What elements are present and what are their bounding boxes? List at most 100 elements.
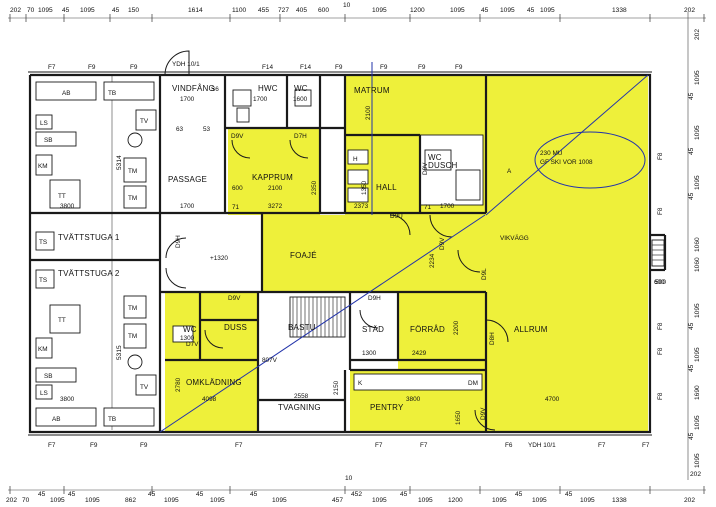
annotation-ydh-bottom: YDH 10/1 xyxy=(528,442,556,449)
walls xyxy=(28,71,667,436)
dim-bottom-26: 1338 xyxy=(612,497,627,504)
room-matrum: MATRUM xyxy=(354,86,390,95)
fixture-ls-2: LS xyxy=(40,390,48,397)
window-f8-r4: F8 xyxy=(657,347,664,355)
room-vindfang: VINDFÅNG xyxy=(172,84,215,93)
dim-600: 600 xyxy=(654,279,665,286)
window-f9-b1: F9 xyxy=(90,442,98,449)
dim-bottom-19: 1095 xyxy=(418,497,433,504)
fixture-ab-1: AB xyxy=(62,90,71,97)
dim-top-20: 45 xyxy=(527,7,535,14)
door-d9u: D9U xyxy=(390,213,403,220)
dim-right-15: 1690 xyxy=(694,385,701,400)
fixture-tv-2: TV xyxy=(140,384,149,391)
dim-bottom-6: 1095 xyxy=(85,497,100,504)
dim-left-2: 5315 xyxy=(116,345,123,360)
dimension-lines: 202 70 1095 45 1095 45 150 1614 1100 455… xyxy=(6,2,706,504)
room-wc-2: WC xyxy=(183,325,197,334)
door-d9h-2: D9H xyxy=(368,295,381,302)
fixture-tb-1: TB xyxy=(108,90,116,97)
window-f8-r1: F8 xyxy=(657,152,664,160)
dim-omk-b: 4098 xyxy=(202,396,217,403)
dim-top-23: 202 xyxy=(684,7,695,14)
dim-top-7: 150 xyxy=(128,7,139,14)
dim-right-17: 45 xyxy=(688,432,695,440)
annotation-vikvagg: VIKVÄGG xyxy=(500,234,529,242)
room-allrum: ALLRUM xyxy=(514,325,548,334)
door-d9v-2: D9V xyxy=(228,295,241,302)
annotation-level: +1320 xyxy=(210,255,228,262)
window-f9-t5: F9 xyxy=(418,64,426,71)
window-f7-b3: F7 xyxy=(375,442,383,449)
dim-top-18: 45 xyxy=(481,7,489,14)
dim-bottom-11: 1095 xyxy=(210,497,225,504)
dim-top-19: 1095 xyxy=(500,7,515,14)
dim-bottom-17: 1095 xyxy=(372,497,387,504)
fixture-tm-1: TM xyxy=(128,168,137,175)
dim-right-19: 202 xyxy=(690,471,701,478)
room-tvagning: TVAGNING xyxy=(278,403,321,412)
dim-right-4: 1095 xyxy=(694,125,701,140)
dim-2150: 2150 xyxy=(333,380,340,395)
room-wc-dusch-2: DUSCH xyxy=(428,161,457,170)
window-f8-r3: F8 xyxy=(657,322,664,330)
dim-top-8: 1614 xyxy=(188,7,203,14)
dim-tv2-b: 3800 xyxy=(60,396,75,403)
dim-pentry-b: 3800 xyxy=(406,396,421,403)
dim-top-12: 405 xyxy=(296,7,307,14)
fixture-km-2: KM xyxy=(38,346,48,353)
room-tvattstuga-2: TVÄTTSTUGA 2 xyxy=(58,269,120,278)
dim-bottom-9: 1095 xyxy=(164,497,179,504)
annotation-mu-area: 230 MU xyxy=(540,150,563,157)
dim-top-11: 727 xyxy=(278,7,289,14)
dim-bottom-13: 1095 xyxy=(272,497,287,504)
window-f7-bl: F7 xyxy=(48,442,56,449)
dim-right-12: 45 xyxy=(688,322,695,330)
dim-right-7: 45 xyxy=(688,192,695,200)
dim-right-6: 1095 xyxy=(694,175,701,190)
fixture-tt-2: TT xyxy=(58,317,66,324)
section-lines xyxy=(159,62,649,433)
fixture-tm-2: TM xyxy=(128,195,137,202)
dim-807v: 807V xyxy=(262,357,278,364)
dim-right-8: 1060 xyxy=(694,237,701,252)
fixture-ls-1: LS xyxy=(40,120,48,127)
dim-tv1-b: 3800 xyxy=(60,203,75,210)
dim-bottom-15: 457 xyxy=(332,497,343,504)
dim-kapprum-w: 2100 xyxy=(268,185,283,192)
dim-forrad-r: 2200 xyxy=(453,320,460,335)
dim-bottom-24: 45 xyxy=(565,491,573,498)
dim-hall-b: 2373 xyxy=(354,203,369,210)
fixture-km-1: KM xyxy=(38,163,48,170)
dim-allrum-b: 4700 xyxy=(545,396,560,403)
window-f7-b6: F7 xyxy=(642,442,650,449)
dim-bottom-21: 1095 xyxy=(492,497,507,504)
dim-top-16: 1200 xyxy=(410,7,425,14)
dim-right-5: 45 xyxy=(688,147,695,155)
window-f9-b2: F9 xyxy=(140,442,148,449)
window-f7-b4: F7 xyxy=(420,442,428,449)
room-omkladning: OMKLÄDNING xyxy=(186,378,242,387)
fixture-ts-2: TS xyxy=(39,277,47,284)
fixture-k: K xyxy=(358,380,363,387)
window-f6-b1: F6 xyxy=(505,442,513,449)
room-passage: PASSAGE xyxy=(168,175,207,184)
room-pentry: PENTRY xyxy=(370,403,404,412)
dim-bottom-22: 45 xyxy=(515,491,523,498)
room-stad: STÄD xyxy=(362,325,384,334)
dim-bottom-1: 202 xyxy=(6,497,17,504)
window-f9-t3: F9 xyxy=(335,64,343,71)
dim-2350: 2350 xyxy=(311,180,318,195)
dim-bottom-3: 45 xyxy=(38,491,46,498)
dim-1350: 1350 xyxy=(361,180,368,195)
dim-wc1: 1600 xyxy=(293,96,308,103)
fixture-tv-1: TV xyxy=(140,118,149,125)
room-wc-dusch-1: WC xyxy=(428,153,442,162)
door-d9l: D9L xyxy=(481,268,488,280)
annotation-s6: S6 xyxy=(211,86,219,93)
dim-bottom-16: 452 xyxy=(351,491,362,498)
annotation-53: 53 xyxy=(203,126,211,133)
room-forrad: FÖRRÅD xyxy=(410,325,445,334)
dim-right-9: 1060 xyxy=(694,257,701,272)
dim-kapprum-b: 3272 xyxy=(268,203,283,210)
